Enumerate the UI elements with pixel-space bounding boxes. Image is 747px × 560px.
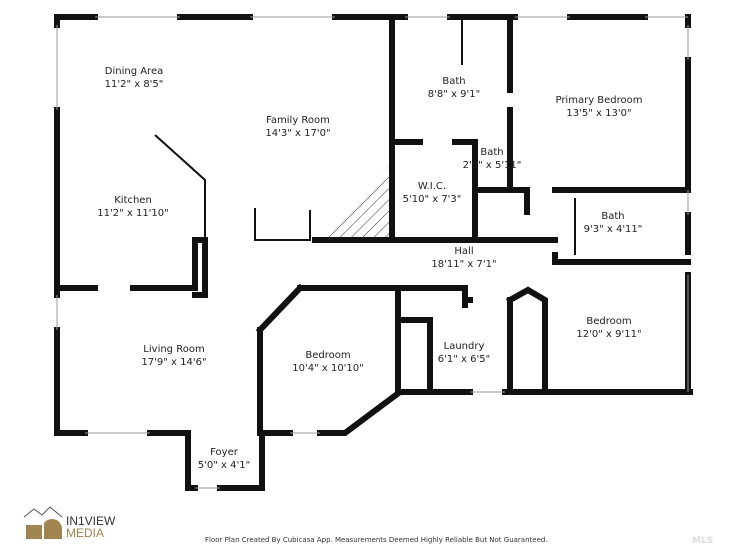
footer-disclaimer: Floor Plan Created By Cubicasa App. Meas… — [205, 536, 548, 544]
mls-watermark: MLS — [692, 536, 714, 546]
walls — [54, 14, 693, 491]
room-label-wic: W.I.C.5'10" x 7'3" — [402, 181, 462, 205]
windows — [56, 16, 689, 489]
in1view-media-logo: IN1VIEW MEDIA — [22, 503, 132, 543]
svg-text:MEDIA: MEDIA — [66, 526, 104, 540]
stairs — [320, 165, 390, 238]
svg-text:IN1VIEW: IN1VIEW — [66, 514, 116, 528]
fixtures — [154, 20, 576, 255]
